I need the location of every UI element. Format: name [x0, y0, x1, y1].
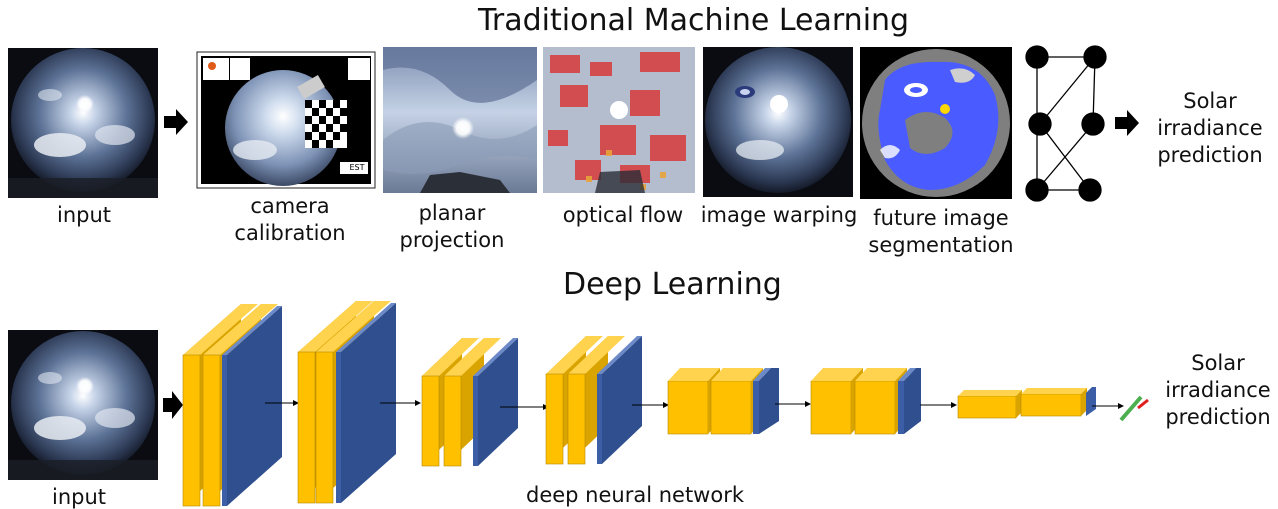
conv-block-4	[545, 336, 642, 465]
conv-block-2	[297, 301, 396, 504]
calibration-tag: EST	[349, 163, 365, 172]
image-warping-image	[703, 47, 853, 197]
traditional-ml-title: Traditional Machine Learning	[478, 3, 910, 38]
label-planar-projection-text: planar projection	[399, 201, 505, 252]
label-future-segmentation-text: future image segmentation	[868, 206, 1014, 257]
camera-calibration-image	[196, 51, 376, 189]
label-output-bottom: Solar irradiance prediction	[1160, 350, 1276, 431]
input-sky-image-top	[8, 48, 158, 198]
label-input-bottom: input	[51, 485, 107, 509]
arrow-icon	[1115, 110, 1139, 136]
conv-block-6	[810, 368, 921, 435]
deep-learning-title: Deep Learning	[563, 267, 782, 302]
label-input-top: input	[56, 203, 112, 227]
label-output-top-text: Solar irradiance prediction	[1157, 89, 1263, 167]
label-camera-calibration-text: camera calibration	[234, 194, 346, 245]
label-image-warping: image warping	[700, 203, 858, 227]
planar-projection-image	[383, 47, 537, 193]
label-future-segmentation: future image segmentation	[866, 205, 1016, 259]
output-green-mark	[1119, 395, 1143, 422]
network-graph-icon	[1025, 45, 1107, 202]
label-output-top: Solar irradiance prediction	[1148, 88, 1272, 169]
label-camera-calibration: camera calibration	[230, 193, 350, 247]
arrow-icon	[163, 391, 183, 419]
optical-flow-image	[543, 47, 695, 193]
label-planar-projection: planar projection	[393, 200, 511, 254]
label-deep-neural-network: deep neural network	[525, 483, 744, 507]
conv-block-3	[421, 338, 518, 467]
label-output-bottom-text: Solar irradiance prediction	[1165, 351, 1271, 429]
input-sky-image-bottom	[8, 330, 158, 480]
conv-block-1	[182, 304, 282, 507]
output-red-mark	[1137, 398, 1149, 410]
label-optical-flow: optical flow	[562, 203, 684, 227]
arrow-icon	[164, 109, 188, 135]
future-segmentation-image	[860, 47, 1012, 199]
conv-block-5	[667, 368, 779, 435]
fc-block	[957, 387, 1096, 419]
